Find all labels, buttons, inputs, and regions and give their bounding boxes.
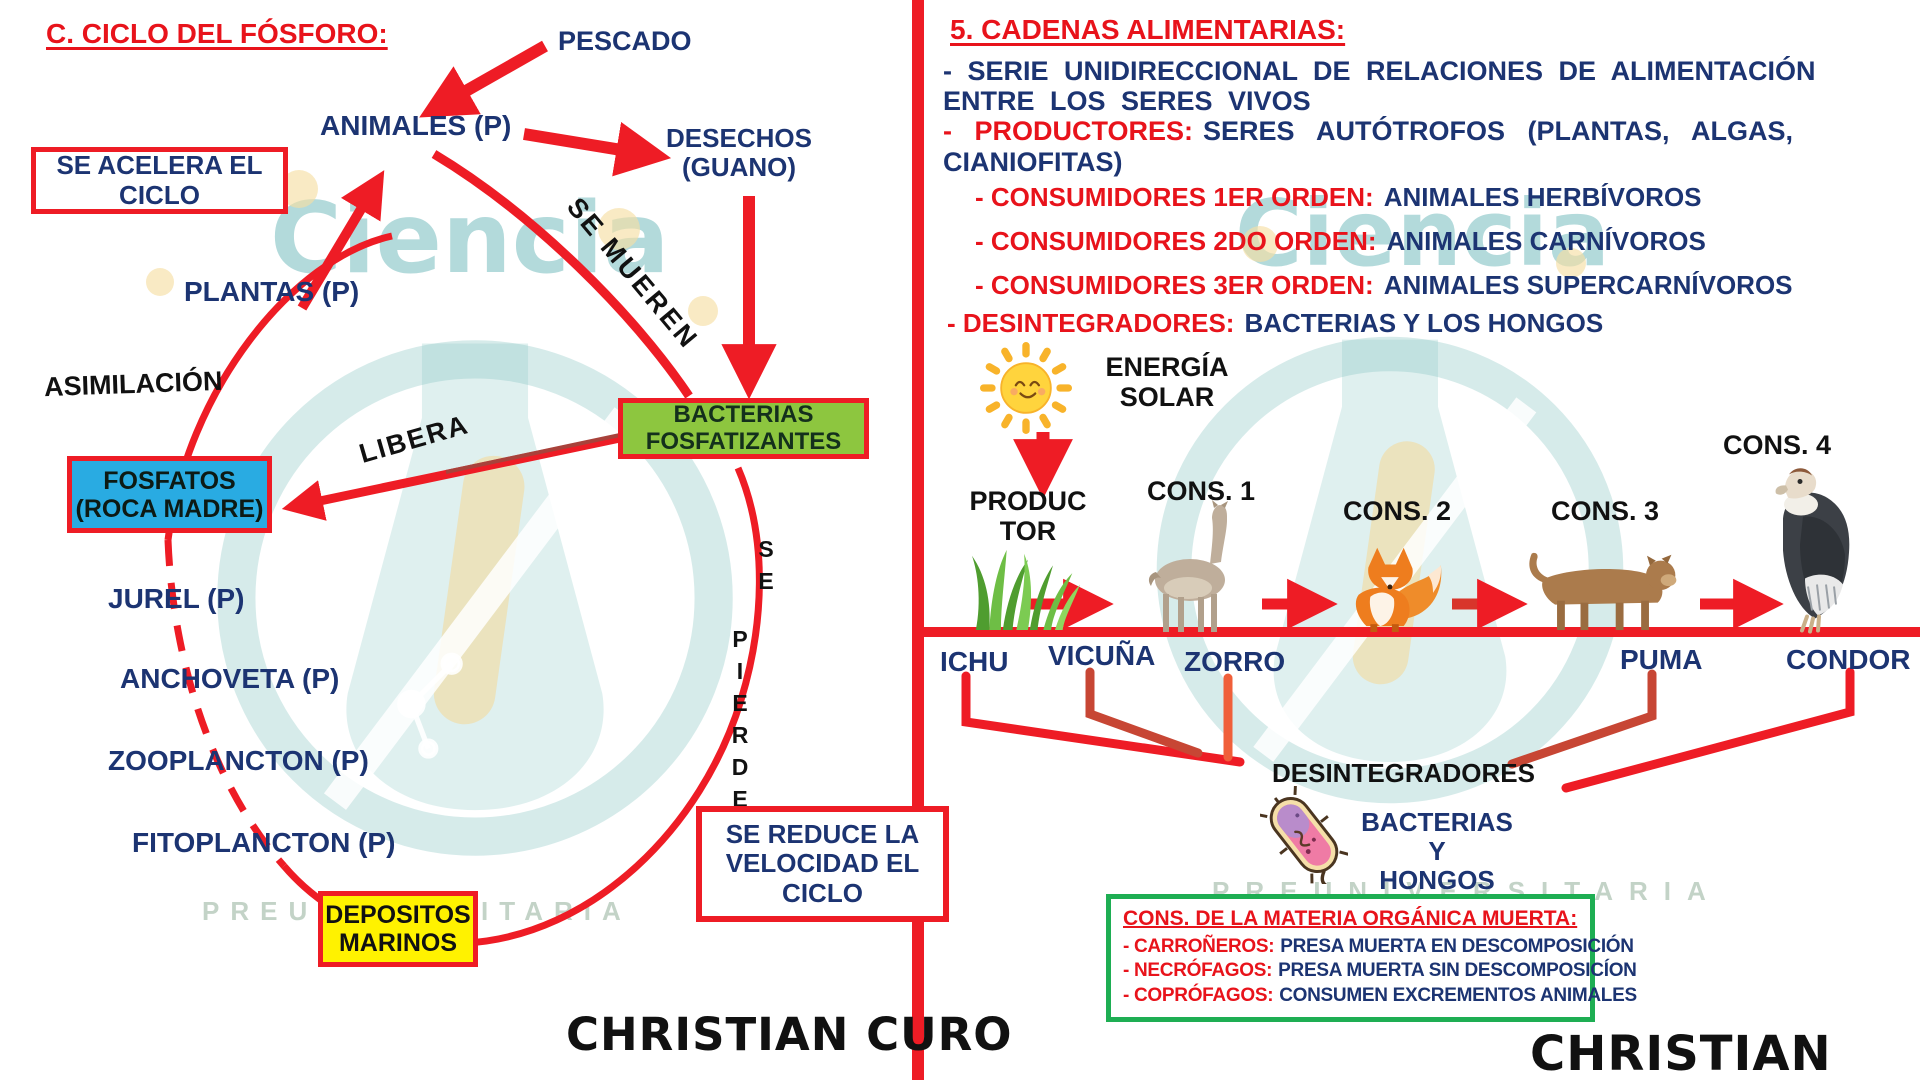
node-anchoveta: ANCHOVETA (P) (120, 663, 340, 694)
materia-box-item-necrofagos: - NECRÓFAGOS:PRESA MUERTA SIN DESCOMPOSI… (1123, 959, 1637, 983)
right-panel-title: 5. CADENAS ALIMENTARIAS: (950, 14, 1346, 45)
cycle-arc-right (281, 466, 763, 947)
node-jurel: JUREL (P) (108, 583, 245, 614)
role-cons-4: CONS. 4 (1723, 430, 1832, 460)
bullet-consumidores-3-term: - CONSUMIDORES 3ER ORDEN: (975, 270, 1374, 300)
arrow-libera-shadow (445, 433, 621, 474)
materia-box-item-necrofagos-term: - NECRÓFAGOS: (1123, 960, 1273, 982)
depositos-marinos-box: DEPOSITOS MARINOS (318, 891, 478, 967)
bullet-desintegradores-term: - DESINTEGRADORES: (947, 308, 1235, 338)
watermark-brand-right: Ciencia (1235, 180, 1611, 287)
sun-icon (980, 342, 1072, 434)
puma-icon (1529, 552, 1677, 631)
bullet-desintegradores-rest: BACTERIAS Y LOS HONGOS (1244, 308, 1604, 338)
vicuna-icon (1148, 500, 1228, 632)
decor-dot (1242, 226, 1278, 262)
left-panel-title: C. CICLO DEL FÓSFORO: (46, 18, 388, 49)
food-chain-baseline (924, 627, 1920, 637)
bullet-productores-term: - PRODUCTORES: (943, 116, 1194, 146)
materia-box-item-carroneros-rest: PRESA MUERTA EN DESCOMPOSICIÓN (1280, 936, 1634, 957)
signature-right: CHRISTIAN CURO (1530, 1026, 1832, 1080)
condor-icon (1775, 468, 1850, 634)
bullet-productores-rest: SERES AUTÓTROFOS (PLANTAS, ALGAS, (1203, 116, 1794, 146)
curve-se-mueren (431, 150, 693, 399)
materia-box-item-coprofagos: - COPRÓFAGOS:CONSUMEN EXCREMENTOS ANIMAL… (1123, 984, 1637, 1008)
materia-box-item-coprofagos-term: - COPRÓFAGOS: (1123, 984, 1274, 1006)
connector-vicuna-to-desintegradores (1085, 667, 1203, 758)
bacterias-fosfatizantes-box: BACTERIAS FOSFATIZANTES (618, 398, 869, 459)
signature-left: CHRISTIAN CURO (566, 1008, 1013, 1061)
bullet-productores-cont: CIANIOFITAS) (943, 147, 1123, 177)
bullet-consumidores-2-rest: ANIMALES CARNÍVOROS (1386, 226, 1706, 256)
science-logo-watermark-left (217, 340, 733, 856)
role-cons-1: CONS. 1 (1147, 476, 1256, 506)
materia-box-title: CONS. DE LA MATERIA ORGÁNICA MUERTA: (1123, 907, 1578, 930)
se-acelera-box: SE ACELERA EL CICLO (31, 147, 288, 214)
bullet-consumidores-2-term: - CONSUMIDORES 2DO ORDEN: (975, 226, 1377, 256)
decor-dot (598, 208, 640, 250)
intro-text: - SERIE UNIDIRECCIONAL DE RELACIONES DE … (943, 56, 1816, 117)
molecule-icon (397, 652, 463, 759)
se-reduce-box: SE REDUCE LA VELOCIDAD EL CICLO (696, 806, 949, 922)
materia-box-item-necrofagos-rest: PRESA MUERTA SIN DESCOMPOSICÍON (1278, 960, 1637, 982)
label-energia-solar: ENERGÍA SOLAR (1105, 352, 1229, 413)
node-fitoplancton: FITOPLANCTON (P) (132, 827, 396, 858)
cycle-arc-dashed (164, 539, 287, 869)
decor-dot (1556, 248, 1586, 278)
name-condor: CONDOR (1786, 644, 1911, 675)
node-plantas: PLANTAS (P) (184, 276, 360, 307)
materia-box-item-carroneros-term: - CARROÑEROS: (1123, 936, 1275, 957)
node-zooplancton: ZOOPLANCTON (P) (108, 745, 369, 776)
fosfatos-roca-madre-box: FOSFATOS (ROCA MADRE) (67, 456, 272, 533)
node-animales: ANIMALES (P) (320, 110, 512, 141)
bullet-consumidores-1-rest: ANIMALES HERBÍVOROS (1383, 182, 1702, 212)
node-pescado: PESCADO (558, 26, 692, 56)
materia-box-item-carroneros: - CARROÑEROS:PRESA MUERTA EN DESCOMPOSIC… (1123, 935, 1634, 959)
role-cons-2: CONS. 2 (1343, 496, 1452, 526)
arrow-plantas-to-animales (297, 170, 385, 311)
decor-dot (146, 268, 174, 296)
bullet-productores: - PRODUCTORES: SERES AUTÓTROFOS (PLANTAS,… (943, 116, 1793, 147)
grass-icon (971, 549, 1081, 630)
bullet-consumidores-1: - CONSUMIDORES 1ER ORDEN: ANIMALES HERBÍV… (975, 182, 1702, 213)
role-productor: PRODUC TOR (969, 486, 1087, 547)
name-ichu: ICHU (940, 646, 1009, 677)
connector-puma-to-desintegradores (1507, 669, 1657, 769)
bullet-desintegradores: - DESINTEGRADORES: BACTERIAS Y LOS HONGOS (947, 308, 1603, 339)
label-se-pierden-se: SE (753, 536, 779, 600)
decor-dot (688, 296, 718, 326)
role-cons-3: CONS. 3 (1551, 496, 1660, 526)
label-asimilacion: ASIMILACIÓN (43, 365, 223, 403)
name-puma: PUMA (1620, 644, 1703, 675)
label-bacterias-hongos: BACTERIAS Y HONGOS (1361, 807, 1513, 896)
label-desintegradores: DESINTEGRADORES (1272, 758, 1535, 788)
connector-ichu-to-desintegradores (961, 671, 1245, 767)
bacteria-icon (1260, 786, 1348, 884)
connector-condor-to-desintegradores (1561, 667, 1855, 793)
bullet-consumidores-1-term: - CONSUMIDORES 1ER ORDEN: (975, 182, 1374, 212)
materia-box-item-coprofagos-rest: CONSUMEN EXCREMENTOS ANIMALES (1279, 984, 1637, 1006)
name-zorro: ZORRO (1184, 646, 1286, 677)
bullet-consumidores-3-rest: ANIMALES SUPERCARNÍVOROS (1383, 270, 1793, 300)
materia-organica-muerta-box: CONS. DE LA MATERIA ORGÁNICA MUERTA: - C… (1106, 894, 1637, 1022)
arrow-animales-to-desechos (523, 121, 672, 177)
arrow-libera-to-fosfatos (281, 433, 621, 521)
bullet-consumidores-2: - CONSUMIDORES 2DO ORDEN: ANIMALES CARNÍV… (975, 226, 1706, 257)
arrow-pescado-to-animales (419, 40, 548, 118)
fox-icon (1355, 547, 1442, 632)
bullet-consumidores-3: - CONSUMIDORES 3ER ORDEN: ANIMALES SUPERC… (975, 270, 1793, 301)
name-vicuna: VICUÑA (1048, 640, 1156, 671)
node-desechos-guano: DESECHOS (GUANO) (666, 123, 812, 183)
